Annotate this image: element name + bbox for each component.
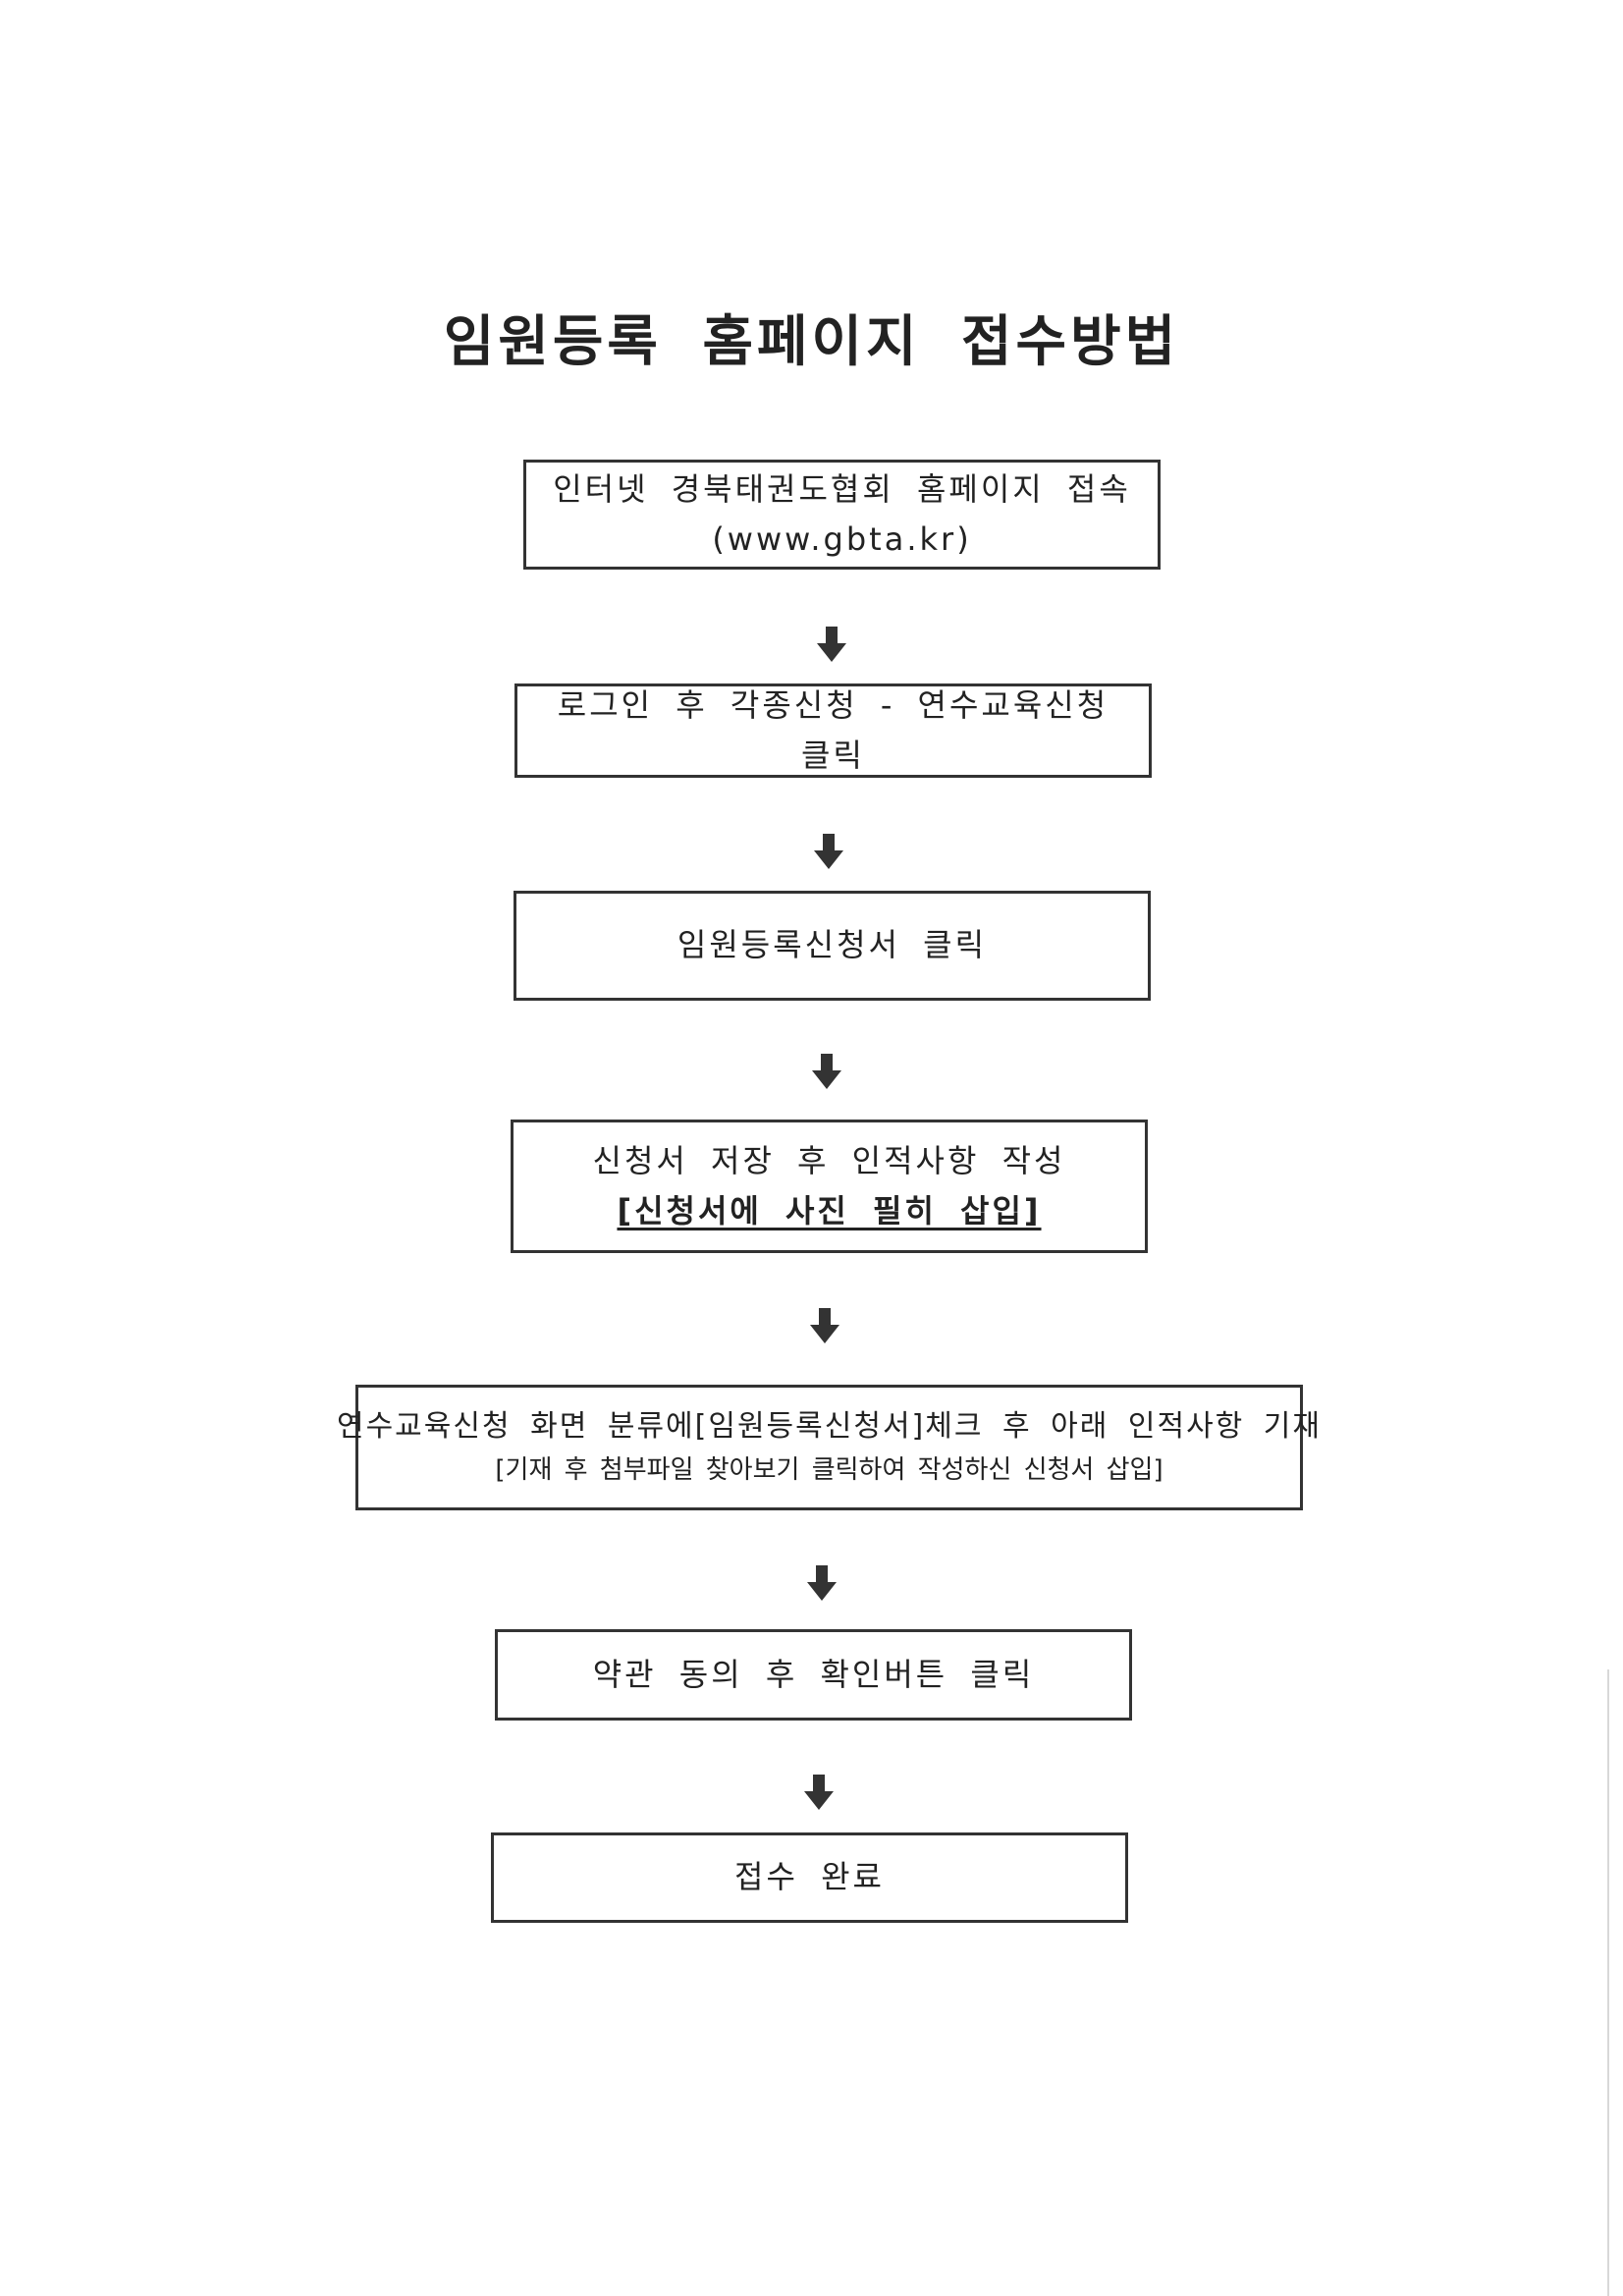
step-7-line-1: 접수 완료 bbox=[734, 1858, 885, 1896]
page-title: 임원등록 홈페이지 접수방법 bbox=[443, 310, 1180, 374]
arrow-down-icon bbox=[812, 1054, 841, 1089]
step-4-box: 신청서 저장 후 인적사항 작성 [신청서에 사진 필히 삽입] bbox=[511, 1120, 1148, 1253]
step-7-box: 접수 완료 bbox=[491, 1832, 1128, 1923]
step-5-note: [기재 후 첨부파일 찾아보기 클릭하여 작성하신 신청서 삽입] bbox=[495, 1455, 1163, 1486]
arrow-down-icon bbox=[810, 1308, 839, 1343]
arrow-down-icon bbox=[807, 1565, 837, 1601]
step-4-emphasis: [신청서에 사진 필히 삽입] bbox=[617, 1192, 1042, 1230]
arrow-down-icon bbox=[817, 627, 846, 662]
arrow-down-icon bbox=[804, 1775, 834, 1810]
step-1-box: 인터넷 경북태권도협회 홈페이지 접속 (www.gbta.kr) bbox=[523, 460, 1161, 570]
step-1-line-1: 인터넷 경북태권도협회 홈페이지 접속 bbox=[553, 469, 1131, 508]
step-6-line-1: 약관 동의 후 확인버튼 클릭 bbox=[592, 1655, 1035, 1693]
step-3-line-1: 임원등록신청서 클릭 bbox=[676, 926, 988, 964]
step-4-line-1: 신청서 저장 후 인적사항 작성 bbox=[592, 1141, 1066, 1179]
scan-edge-divider bbox=[1607, 1669, 1609, 2296]
step-5-line-1: 연수교육신청 화면 분류에[임원등록신청서]체크 후 아래 인적사항 기재 bbox=[336, 1409, 1323, 1445]
step-2-line-1: 로그인 후 각종신청 - 연수교육신청 bbox=[557, 685, 1109, 724]
step-3-box: 임원등록신청서 클릭 bbox=[514, 891, 1151, 1001]
step-6-box: 약관 동의 후 확인버튼 클릭 bbox=[495, 1629, 1132, 1721]
step-2-line-2: 클릭 bbox=[801, 737, 865, 774]
step-5-box: 연수교육신청 화면 분류에[임원등록신청서]체크 후 아래 인적사항 기재 [기… bbox=[337, 1385, 1320, 1510]
arrow-down-icon bbox=[814, 834, 843, 869]
step-1-line-2: (www.gbta.kr) bbox=[712, 520, 972, 558]
step-2-box: 로그인 후 각종신청 - 연수교육신청 클릭 bbox=[514, 683, 1152, 778]
